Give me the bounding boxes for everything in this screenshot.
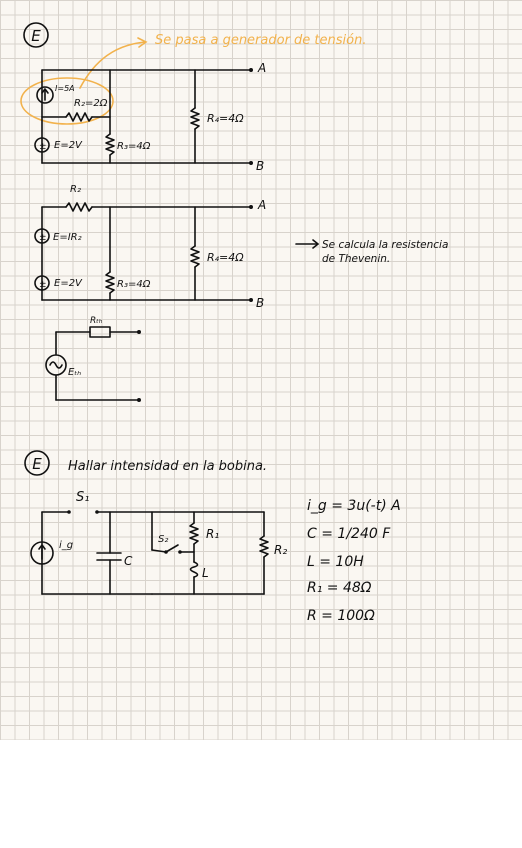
thevenin-note-line1: Se calcula la resistencia bbox=[322, 239, 448, 251]
circuit-b-r2-label: R₂ bbox=[70, 184, 81, 195]
voltage-source-e-icon bbox=[34, 275, 50, 291]
annotation-voltage-source: Se pasa a generador de tensión. bbox=[20, 33, 366, 125]
given-r1: R₁ = 48Ω bbox=[307, 580, 372, 596]
r2-branch-label: R₂ bbox=[274, 543, 287, 557]
circuit-d: S₁ i_g C S₂ R₁ L bbox=[30, 490, 287, 595]
circuit-b-r4-label: R₄=4Ω bbox=[207, 251, 244, 264]
rth-resistor bbox=[89, 326, 111, 338]
given-r: R = 100Ω bbox=[307, 608, 375, 624]
r2-label: R₂=2Ω bbox=[74, 98, 108, 109]
circuit-b: R₂ A B ± E=IR₂ ± E=2V R₃=4Ω R₄=4Ω Se cal… bbox=[34, 184, 448, 310]
circuit-c: Rₜₕ Eₜₕ bbox=[45, 316, 141, 402]
rth-label: Rₜₕ bbox=[90, 316, 103, 326]
source-ir-label: E=IR₂ bbox=[53, 232, 82, 243]
problem-1-number-text: E bbox=[31, 27, 41, 45]
eth-label: Eₜₕ bbox=[68, 367, 81, 378]
circuit-b-r3-label: R₃=4Ω bbox=[117, 279, 151, 290]
voltage-source-icon bbox=[34, 137, 50, 153]
svg-text:±: ± bbox=[39, 280, 47, 290]
c-label: C bbox=[124, 554, 133, 568]
svg-text:±: ± bbox=[39, 142, 47, 152]
r3-label: R₃=4Ω bbox=[117, 141, 151, 152]
given-ig: i_g = 3u(-t) A bbox=[307, 498, 401, 514]
given-l: L = 10H bbox=[307, 554, 364, 570]
problem-2-number: E bbox=[24, 450, 50, 476]
s2-label: S₂ bbox=[158, 534, 168, 545]
thevenin-note-line2: de Thevenin. bbox=[322, 253, 390, 265]
r4-label: R₄=4Ω bbox=[207, 112, 244, 125]
annotation-text: Se pasa a generador de tensión. bbox=[155, 33, 366, 48]
annotation-circle bbox=[20, 77, 114, 125]
source-e-label: E=2V bbox=[54, 140, 83, 151]
circuit-b-node-b: B bbox=[256, 296, 264, 310]
given-values: i_g = 3u(-t) A C = 1/240 F L = 10H R₁ = … bbox=[307, 498, 401, 624]
circuit-b-source-e-label: E=2V bbox=[54, 278, 83, 289]
problem-2-number-text: E bbox=[32, 455, 42, 473]
problem-2-title: Hallar intensidad en la bobina. bbox=[68, 459, 267, 474]
l-label: L bbox=[202, 566, 209, 580]
problem-1-number: E bbox=[23, 22, 49, 48]
circuit-b-node-a: A bbox=[257, 198, 266, 212]
current-source-icon bbox=[36, 86, 54, 104]
grid-paper bbox=[0, 0, 522, 740]
svg-text:±: ± bbox=[39, 233, 47, 243]
circuit-a-node-a: A bbox=[257, 61, 266, 75]
ig-label: i_g bbox=[59, 540, 73, 551]
circuit-a-node-b: B bbox=[256, 159, 264, 173]
s1-label: S₁ bbox=[76, 490, 89, 505]
circuit-a: A B I=5A R₂=2Ω ± E=2V R₃=4Ω R₄=4Ω bbox=[34, 61, 266, 173]
current-source-ig-icon bbox=[30, 541, 54, 565]
given-c: C = 1/240 F bbox=[307, 526, 391, 542]
voltage-source-ir-icon bbox=[34, 228, 50, 244]
r1-label: R₁ bbox=[206, 527, 219, 541]
source-i-label: I=5A bbox=[55, 84, 75, 93]
